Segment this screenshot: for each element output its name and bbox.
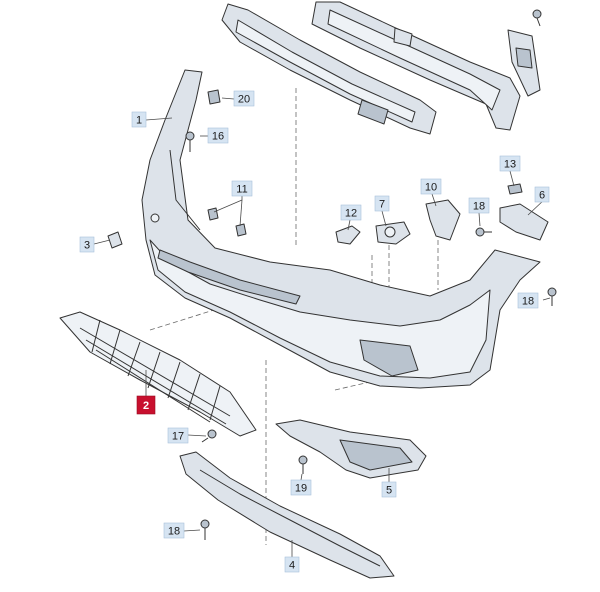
- callout-17: 17: [167, 427, 189, 444]
- callout-3: 3: [79, 236, 95, 253]
- callout-18-lower-label: 18: [168, 526, 180, 538]
- callout-7: 7: [374, 195, 390, 212]
- callout-1: 1: [131, 111, 147, 128]
- callout-19: 19: [290, 479, 312, 496]
- callout-11-label: 11: [236, 184, 247, 196]
- lower-grille: [59, 311, 257, 437]
- callout-4: 4: [284, 556, 300, 573]
- small-parts: [107, 9, 557, 540]
- fog-lamp-trim: [275, 419, 427, 479]
- callout-18-upper: 18: [468, 197, 490, 214]
- callout-10: 10: [420, 178, 442, 195]
- callout-16: 16: [207, 127, 229, 144]
- callout-5-label: 5: [386, 485, 392, 497]
- callout-17-label: 17: [172, 431, 184, 443]
- callout-12-label: 12: [345, 208, 357, 220]
- callout-2-label: 2: [143, 400, 149, 412]
- callout-12: 12: [340, 204, 362, 221]
- callout-18-right-label: 18: [522, 296, 534, 308]
- callout-18-right: 18: [517, 292, 539, 309]
- callout-13-label: 13: [504, 159, 516, 171]
- lower-spoiler: [179, 451, 395, 579]
- callout-18-lower: 18: [163, 522, 185, 539]
- callout-7-label: 7: [379, 199, 385, 211]
- impact-frame: [311, 1, 541, 131]
- callout-20-label: 20: [238, 94, 250, 106]
- callout-5: 5: [381, 481, 397, 498]
- callout-20: 20: [233, 90, 255, 107]
- callout-11: 11: [231, 180, 253, 197]
- callout-16-label: 16: [212, 131, 224, 143]
- upper-crossmember: [221, 3, 437, 135]
- callout-10-label: 10: [425, 182, 437, 194]
- bumper-cover: [141, 69, 541, 389]
- callout-19-label: 19: [295, 483, 307, 495]
- callout-13: 13: [499, 155, 521, 172]
- callout-4-label: 4: [289, 560, 295, 572]
- callout-1-label: 1: [136, 115, 142, 127]
- callout-3-label: 3: [84, 240, 90, 252]
- callout-6: 6: [534, 186, 550, 203]
- callout-2: 2: [136, 395, 156, 415]
- callout-6-label: 6: [539, 190, 545, 202]
- callout-18-upper-label: 18: [473, 201, 485, 213]
